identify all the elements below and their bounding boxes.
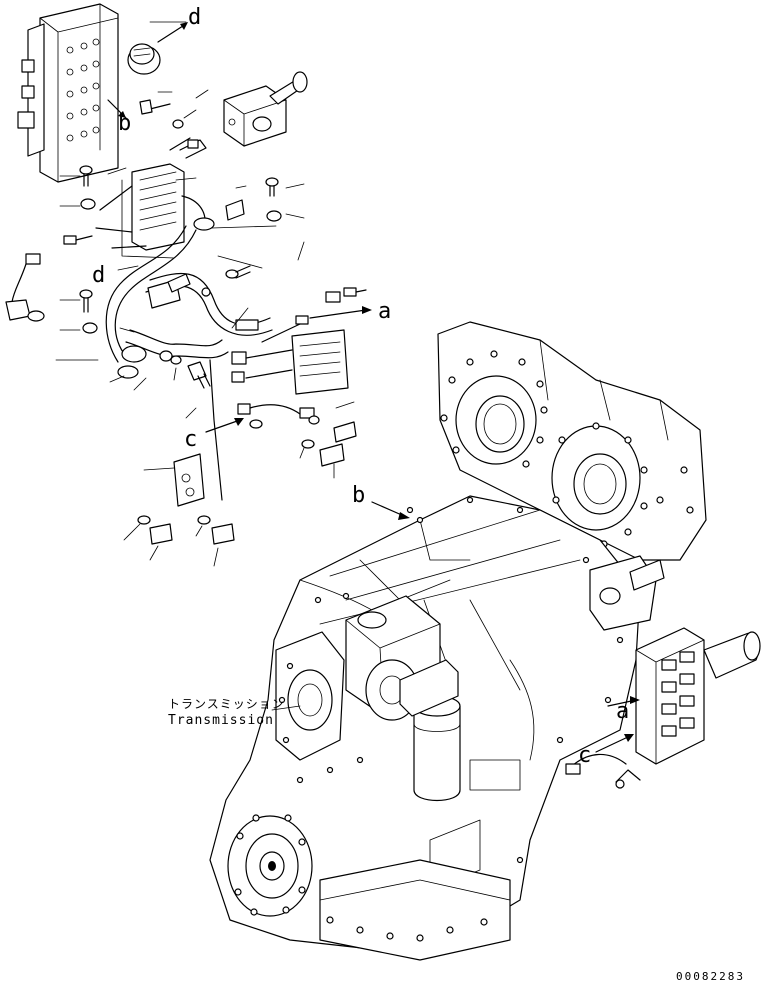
callout-c-bottom: c [578, 743, 591, 768]
solenoid-block [139, 71, 308, 147]
caption-japanese: トランスミッション [168, 697, 285, 711]
callout-d-top: d [188, 5, 201, 30]
hose-routing [105, 225, 273, 379]
bolts-washers-left [63, 165, 282, 334]
callout-b-top: b [118, 111, 131, 136]
transmission-control-valve [565, 627, 761, 789]
connector-group [205, 287, 372, 467]
terminal-block [95, 137, 245, 251]
clamp-and-bolts [137, 350, 235, 545]
callout-d-mid: d [92, 263, 105, 288]
drawing-number: 00082283 [676, 970, 745, 983]
callout-c-top: c [184, 427, 197, 452]
valve-bracket-plate [17, 3, 127, 183]
dummy-cap [127, 22, 188, 75]
callout-arrow-b-mid [371, 501, 410, 520]
callout-b-mid: b [352, 483, 365, 508]
transmission-assembly [209, 321, 707, 961]
callout-a-top: a [378, 299, 391, 324]
callout-a-bottom: a [616, 699, 629, 724]
caption-leader [271, 705, 301, 711]
leader-lines [55, 21, 355, 567]
caption-english: Transmission [168, 713, 274, 728]
speed-sensor [5, 253, 45, 322]
